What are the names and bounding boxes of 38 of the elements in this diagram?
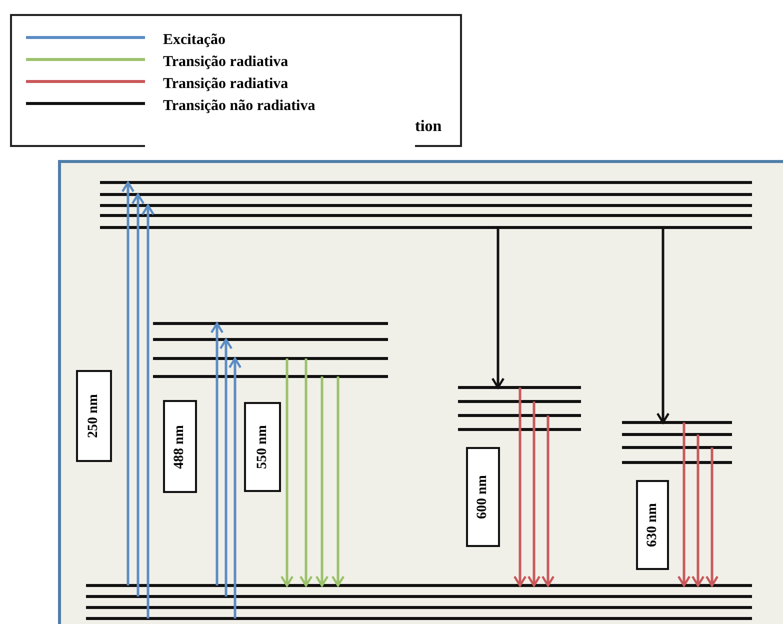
transition-arrow <box>513 388 527 587</box>
transition-arrow <box>331 376 345 587</box>
transition-arrow <box>677 422 691 587</box>
energy-level-band <box>153 322 388 378</box>
transition-arrow <box>691 434 705 587</box>
transition-arrow <box>141 204 155 618</box>
energy-level-band <box>458 386 581 431</box>
wavelength-label: 250 nm <box>87 394 101 438</box>
wavelength-box <box>163 400 197 493</box>
legend-text-fragment: tion <box>415 119 442 135</box>
transition-arrow <box>299 358 313 587</box>
legend-label: Excitação <box>163 33 226 48</box>
wavelength-label: 630 nm <box>646 503 660 547</box>
energy-level-band <box>622 421 732 464</box>
transition-arrow <box>219 338 233 596</box>
wavelength-box <box>244 402 281 492</box>
transition-arrow <box>228 357 242 618</box>
transition-arrow <box>131 193 145 596</box>
transition-arrow <box>541 416 555 587</box>
wavelength-label: 550 nm <box>256 425 270 469</box>
transition-arrow <box>315 376 329 587</box>
legend-label: Transição radiativa <box>163 77 288 92</box>
wavelength-label: 488 nm <box>173 424 187 468</box>
wavelength-label: 600 nm <box>476 475 490 519</box>
energy-level-band <box>86 584 752 620</box>
transition-arrow <box>656 228 670 424</box>
wavelength-box <box>636 480 669 570</box>
energy-level-band <box>100 181 752 229</box>
transition-arrow <box>121 181 135 586</box>
legend-label: Transição não radiativa <box>163 99 316 114</box>
transition-arrow <box>280 358 294 587</box>
transition-arrow <box>491 228 505 389</box>
wavelength-box <box>466 447 500 547</box>
transition-arrow <box>527 402 541 587</box>
transition-arrow <box>705 448 719 587</box>
wavelength-box <box>76 370 112 462</box>
legend-label: Transição radiativa <box>163 55 288 70</box>
transition-arrow <box>210 322 224 586</box>
